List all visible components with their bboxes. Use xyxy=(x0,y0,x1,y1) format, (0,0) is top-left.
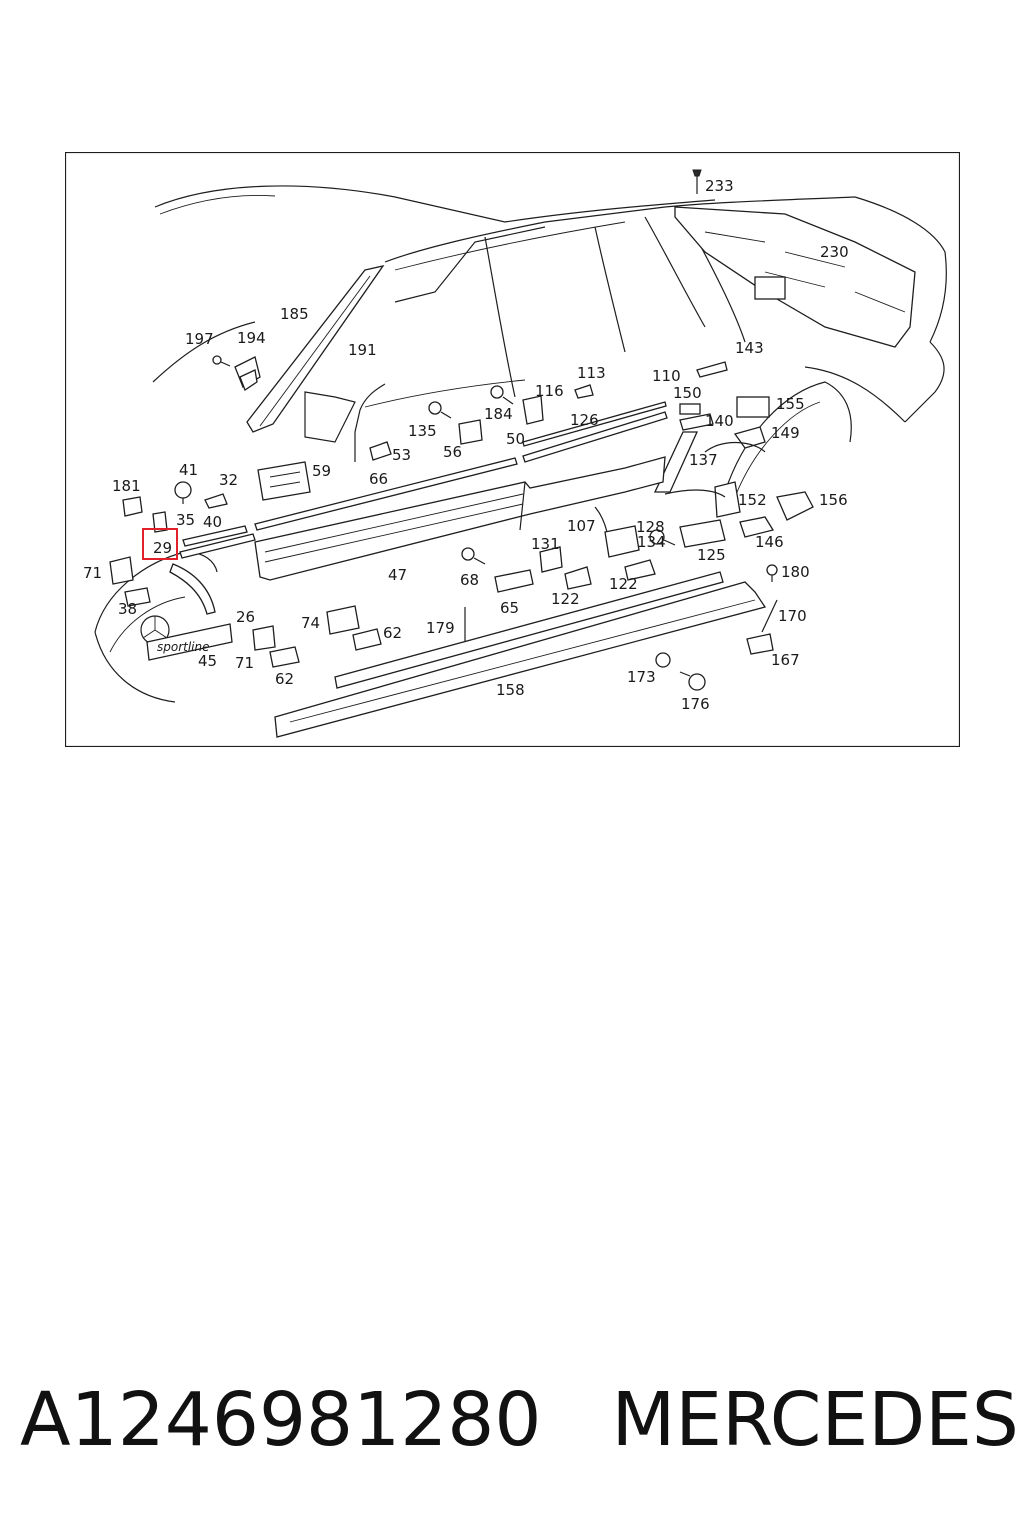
callout-56: 56 xyxy=(443,443,462,461)
callout-71-front: 71 xyxy=(83,564,102,582)
callout-68: 68 xyxy=(460,571,479,589)
callout-29: 29 xyxy=(153,539,172,557)
callout-38: 38 xyxy=(118,600,137,618)
callout-labels: 233 230 185 191 197 194 143 113 116 110 … xyxy=(83,177,849,713)
callout-233: 233 xyxy=(705,177,734,195)
part-number: A1246981280 xyxy=(20,1377,542,1463)
callout-110: 110 xyxy=(652,367,681,385)
callout-158: 158 xyxy=(496,681,525,699)
callout-125: 125 xyxy=(697,546,726,564)
callout-184: 184 xyxy=(484,405,513,423)
callout-140: 140 xyxy=(705,412,734,430)
part-drawings: sportline xyxy=(109,169,916,738)
callout-71-rear: 71 xyxy=(235,654,254,672)
callout-122-left: 122 xyxy=(551,590,580,608)
callout-194: 194 xyxy=(237,329,266,347)
callout-116: 116 xyxy=(535,382,564,400)
callout-173: 173 xyxy=(627,668,656,686)
highlight-box-part-29[interactable]: 29 xyxy=(142,528,178,560)
callout-128: 128 xyxy=(636,518,665,536)
sportline-badge xyxy=(146,623,233,661)
brand-name: MERCEDES xyxy=(611,1377,1019,1463)
callout-62-upper: 62 xyxy=(383,624,402,642)
callout-47: 47 xyxy=(388,566,407,584)
callout-41: 41 xyxy=(179,461,198,479)
callout-134: 134 xyxy=(637,533,666,551)
parts-diagram: sportline 233 230 185 191 197 194 143 11… xyxy=(65,152,960,747)
callout-74: 74 xyxy=(301,614,320,632)
callout-150: 150 xyxy=(673,384,702,402)
callout-66: 66 xyxy=(369,470,388,488)
caption: A1246981280 MERCEDES xyxy=(20,1370,1019,1470)
callout-131: 131 xyxy=(531,535,560,553)
callout-126: 126 xyxy=(570,411,599,429)
callout-45: 45 xyxy=(198,652,217,670)
callout-35: 35 xyxy=(176,511,195,529)
callout-26: 26 xyxy=(236,608,255,626)
callout-152: 152 xyxy=(738,491,767,509)
callout-143: 143 xyxy=(735,339,764,357)
callout-53: 53 xyxy=(392,446,411,464)
callout-230: 230 xyxy=(820,243,849,261)
callout-65: 65 xyxy=(500,599,519,617)
sportline-text: sportline xyxy=(157,640,210,654)
callout-181: 181 xyxy=(112,477,141,495)
callout-62-lower: 62 xyxy=(275,670,294,688)
callout-191: 191 xyxy=(348,341,377,359)
callout-107: 107 xyxy=(567,517,596,535)
callout-197: 197 xyxy=(185,330,214,348)
callout-179: 179 xyxy=(426,619,455,637)
callout-135: 135 xyxy=(408,422,437,440)
callout-113: 113 xyxy=(577,364,606,382)
callout-50: 50 xyxy=(506,430,525,448)
callout-170: 170 xyxy=(778,607,807,625)
callout-185: 185 xyxy=(280,305,309,323)
callout-146: 146 xyxy=(755,533,784,551)
callout-167: 167 xyxy=(771,651,800,669)
callout-137: 137 xyxy=(689,451,718,469)
callout-40: 40 xyxy=(203,513,222,531)
callout-32: 32 xyxy=(219,471,238,489)
callout-59: 59 xyxy=(312,462,331,480)
callout-149: 149 xyxy=(771,424,800,442)
callout-176: 176 xyxy=(681,695,710,713)
callout-180: 180 xyxy=(781,563,810,581)
callout-155: 155 xyxy=(776,395,805,413)
callout-122-right: 122 xyxy=(609,575,638,593)
callout-156: 156 xyxy=(819,491,848,509)
